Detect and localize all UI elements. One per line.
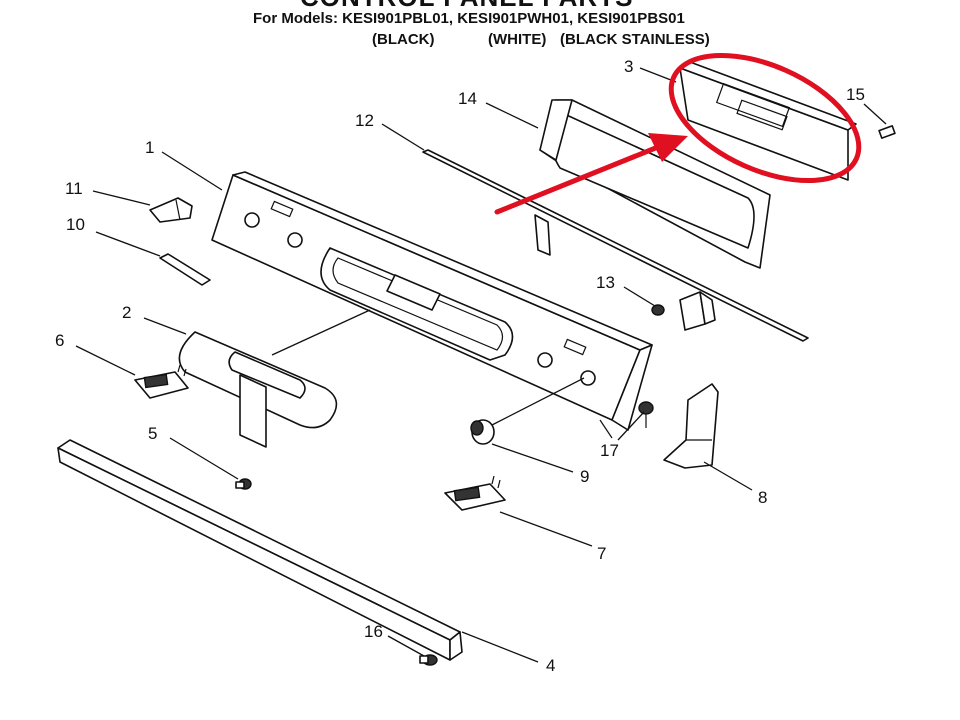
part-1-control-panel <box>211 171 653 439</box>
callout-2: 2 <box>122 303 131 322</box>
part-13-screw-bracket <box>651 291 716 331</box>
part-14-display-bracket <box>534 99 771 269</box>
callout-12: 12 <box>355 111 374 130</box>
highlight-annotation <box>494 52 862 215</box>
models-line: For Models: KESI901PBL01, KESI901PWH01, … <box>253 10 685 27</box>
color-white-label: (WHITE) <box>488 31 547 48</box>
callout-1: 1 <box>145 138 154 157</box>
callout-14: 14 <box>458 89 477 108</box>
callout-8: 8 <box>758 488 767 507</box>
callout-4: 4 <box>546 656 555 675</box>
part-15-screw <box>878 125 896 139</box>
part-9-knob <box>470 377 585 445</box>
part-6-switch <box>134 364 189 399</box>
diagram-title: CONTROL PANEL PARTS <box>300 0 633 13</box>
callout-11: 11 <box>65 179 83 198</box>
part-5-screw <box>235 478 252 490</box>
part-7-switch <box>444 475 506 511</box>
part-3-display-cover <box>679 61 857 181</box>
callout-5: 5 <box>148 424 157 443</box>
callout-15: 15 <box>846 85 865 104</box>
callout-7: 7 <box>597 544 606 563</box>
callout-6: 6 <box>55 331 64 350</box>
part-2-overlay <box>178 309 371 448</box>
color-black-label: (BLACK) <box>372 31 435 48</box>
callout-16: 16 <box>364 622 383 641</box>
leader-lines <box>75 67 887 663</box>
part-4-trim <box>57 439 463 661</box>
callout-numbers: 1 2 3 4 5 6 7 8 9 10 11 12 13 14 15 16 1… <box>55 57 865 675</box>
callout-17: 17 <box>600 441 619 460</box>
callout-13: 13 <box>596 273 615 292</box>
highlight-arrow <box>494 144 661 215</box>
highlight-ellipse <box>668 52 862 184</box>
part-10-strip <box>159 253 211 286</box>
part-8-end-cap <box>663 383 719 469</box>
part-12-rod <box>422 149 809 342</box>
color-black-stainless-label: (BLACK STAINLESS) <box>560 31 710 48</box>
callout-9: 9 <box>580 467 589 486</box>
part-17-screw <box>638 401 654 428</box>
highlight-arrowhead <box>648 133 688 162</box>
part-16-screw <box>419 654 438 666</box>
part-11-clip <box>149 197 193 223</box>
callout-3: 3 <box>624 57 633 76</box>
callout-10: 10 <box>66 215 85 234</box>
